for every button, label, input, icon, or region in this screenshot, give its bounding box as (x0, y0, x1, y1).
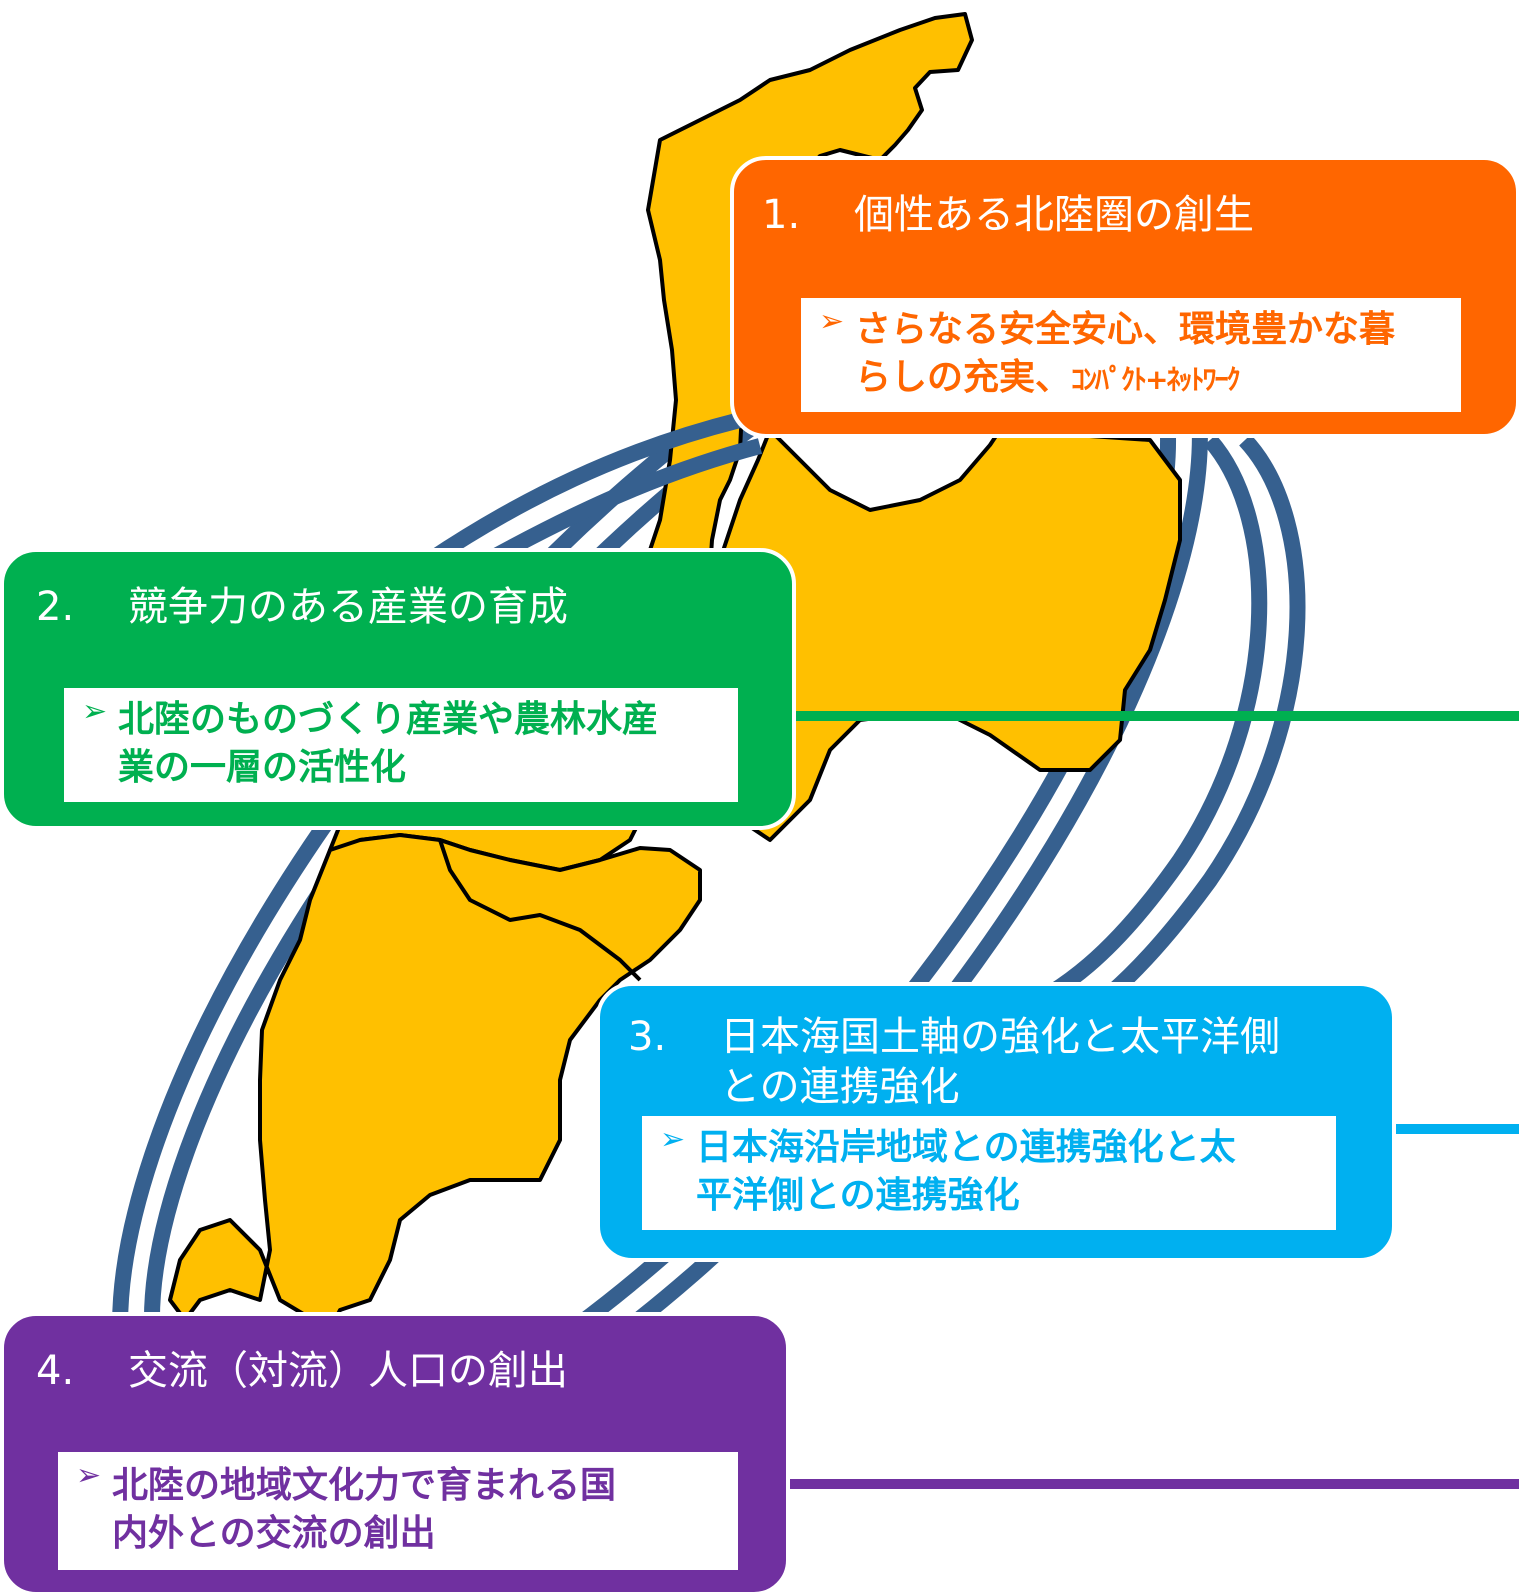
card-title-text: 個性ある北陸圏の創生 (854, 192, 1254, 238)
card-detail-line: 内外との交流の創出 (112, 1513, 436, 1554)
card-title: 2. 競争力のある産業の育成 (36, 582, 568, 632)
policy-card-4: 4. 交流（対流）人口の創出 ➢ 北陸の地域文化力で育まれる国 内外との交流の創出 (0, 1312, 790, 1596)
card-detail-line: らしの充実、ｺﾝﾊﾟｸﾄ+ﾈｯﾄﾜｰｸ (855, 354, 1461, 404)
card-detail-box: ➢ 北陸のものづくり産業や農林水産 業の一層の活性化 (64, 688, 738, 802)
fukui-prefecture (168, 833, 702, 1332)
card-number: 1. (762, 192, 801, 238)
ring-arc-top-left (425, 412, 742, 567)
card-detail-box: ➢ 日本海沿岸地域との連携強化と太 平洋側との連携強化 (642, 1116, 1336, 1230)
card-detail-line: 平洋側との連携強化 (696, 1175, 1020, 1216)
card-title: 1. 個性ある北陸圏の創生 (762, 190, 1254, 240)
card-title-text: 日本海国土軸の強化と太平洋側 (720, 1014, 1280, 1060)
policy-card-1: 1. 個性ある北陸圏の創生 ➢ さらなる安全安心、環境豊かな暮 らしの充実、ｺﾝﾊ… (730, 156, 1519, 438)
card-detail-line: 日本海沿岸地域との連携強化と太 (696, 1127, 1236, 1168)
arrow-bullet-icon: ➢ (819, 304, 845, 339)
policy-card-2: 2. 競争力のある産業の育成 ➢ 北陸のものづくり産業や農林水産 業の一層の活性化 (0, 548, 796, 830)
card-detail-line: 北陸のものづくり産業や農林水産 (118, 699, 659, 740)
arrow-bullet-icon: ➢ (76, 1458, 102, 1493)
policy-card-3: 3. 日本海国土軸の強化と太平洋側 との連携強化 ➢ 日本海沿岸地域との連携強化と… (596, 982, 1396, 1262)
card-title-text: 競争力のある産業の育成 (128, 584, 568, 630)
card-detail-box: ➢ 北陸の地域文化力で育まれる国 内外との交流の創出 (58, 1452, 738, 1570)
arrow-bullet-icon: ➢ (660, 1122, 686, 1157)
prefecture-boundary (438, 839, 642, 982)
card-detail-box: ➢ さらなる安全安心、環境豊かな暮 らしの充実、ｺﾝﾊﾟｸﾄ+ﾈｯﾄﾜｰｸ (801, 298, 1461, 412)
card-number: 3. (628, 1014, 667, 1060)
card-title: 4. 交流（対流）人口の創出 (36, 1346, 568, 1396)
card-title-text: との連携強化 (720, 1064, 960, 1110)
card-title-text: 交流（対流）人口の創出 (128, 1348, 568, 1394)
card-detail-line: さらなる安全安心、環境豊かな暮 (855, 309, 1396, 350)
card-number: 4. (36, 1348, 75, 1394)
card-number: 2. (36, 584, 75, 630)
ring-arc-right-inner (1016, 434, 1268, 1018)
card-detail-line: 業の一層の活性化 (118, 747, 407, 788)
card-detail-line: 北陸の地域文化力で育まれる国 (112, 1465, 617, 1506)
arrow-bullet-icon: ➢ (82, 694, 108, 729)
card-detail-small-text: ｺﾝﾊﾟｸﾄ+ﾈｯﾄﾜｰｸ (1071, 363, 1240, 396)
card-title: 3. 日本海国土軸の強化と太平洋側 との連携強化 (628, 1012, 1280, 1112)
card-detail-text: らしの充実、 (855, 357, 1072, 398)
